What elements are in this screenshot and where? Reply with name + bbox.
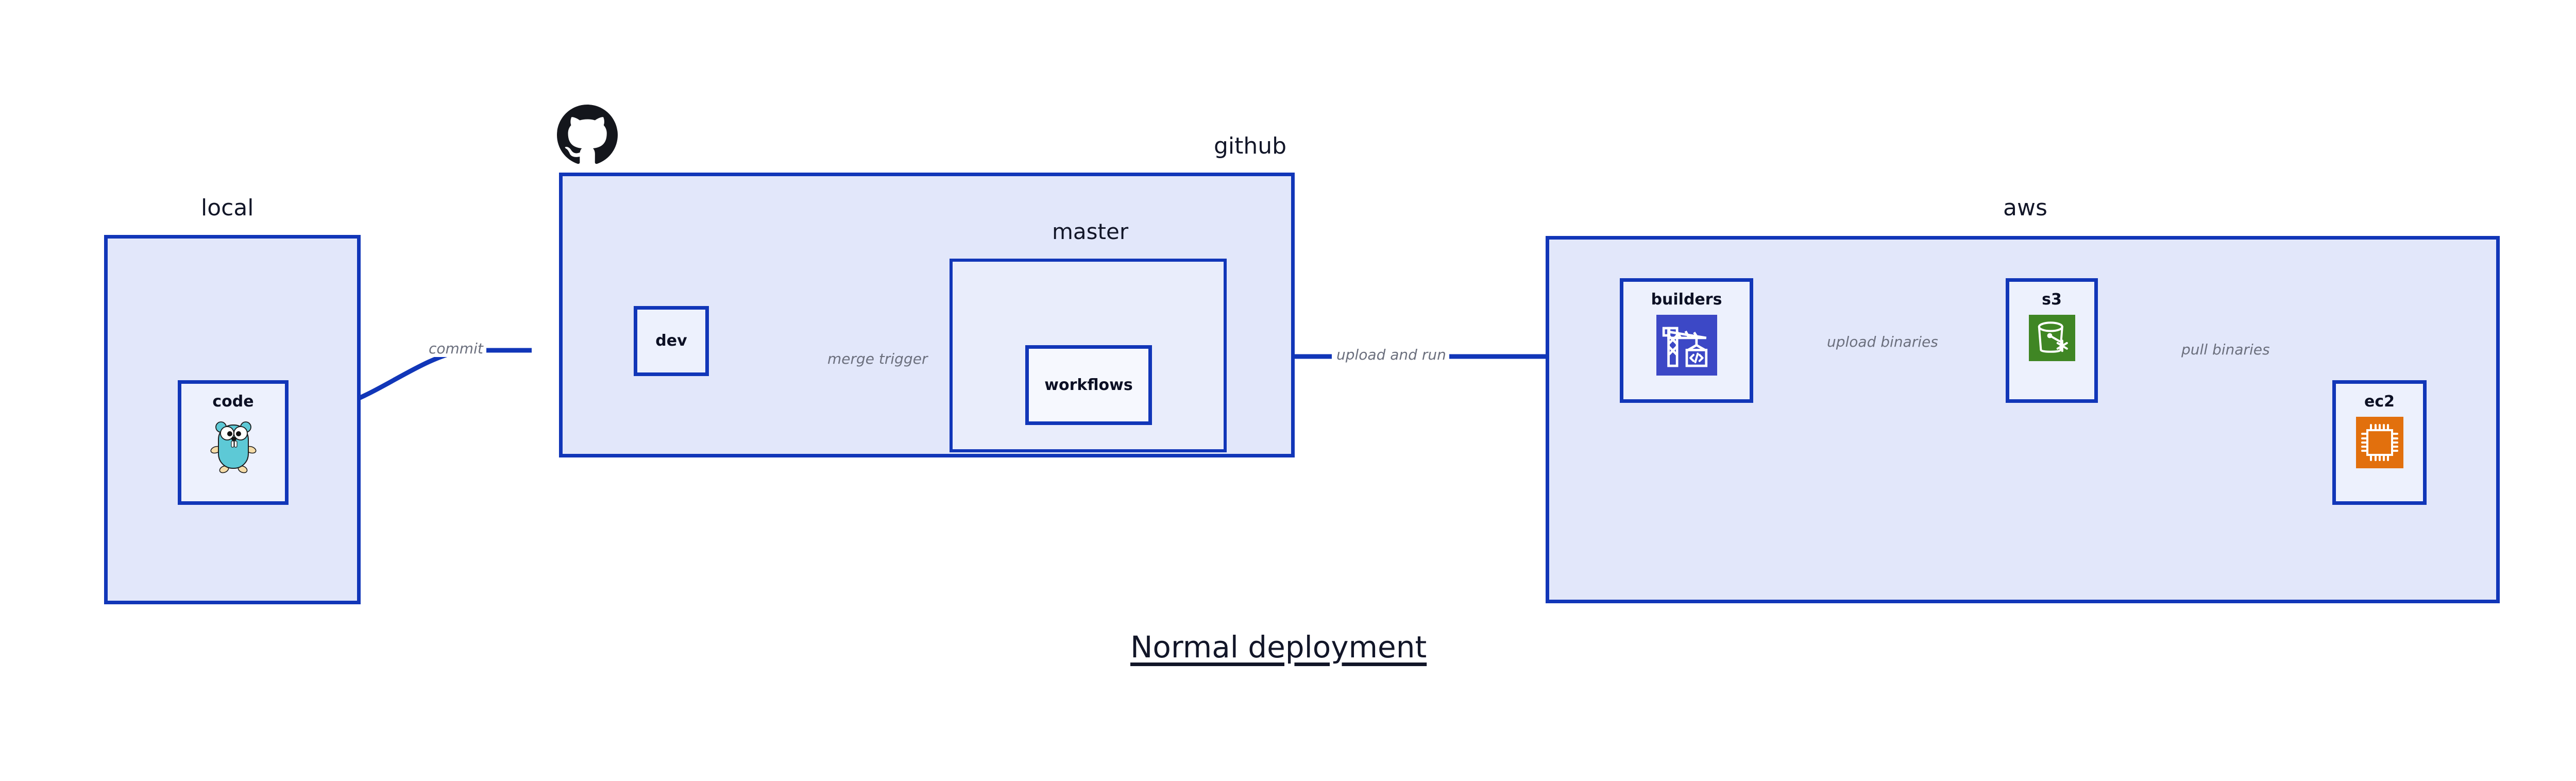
node-label-dev: dev bbox=[655, 332, 687, 350]
node-ec2[interactable]: ec2 bbox=[2332, 380, 2427, 505]
github-mark-icon bbox=[556, 105, 618, 165]
aws-ec2-icon bbox=[2355, 417, 2403, 468]
aws-codebuild-icon bbox=[1656, 315, 1717, 376]
node-label-workflows: workflows bbox=[1044, 376, 1133, 394]
node-label-s3: s3 bbox=[2042, 291, 2062, 309]
edge-label-commit: commit bbox=[426, 341, 486, 357]
node-workflows[interactable]: workflows bbox=[1025, 345, 1152, 425]
edge-label-merge-trigger: merge trigger bbox=[824, 351, 931, 367]
node-dev[interactable]: dev bbox=[634, 306, 709, 376]
cluster-label-aws: aws bbox=[2003, 195, 2047, 221]
cluster-label-github: github bbox=[1214, 133, 1287, 159]
node-builders[interactable]: builders bbox=[1620, 278, 1753, 403]
edge-label-upload-and-run: upload and run bbox=[1333, 347, 1449, 363]
node-label-ec2: ec2 bbox=[2364, 393, 2395, 411]
node-code[interactable]: code bbox=[178, 380, 289, 505]
go-gopher-icon bbox=[210, 418, 257, 474]
node-s3[interactable]: s3 bbox=[2006, 278, 2098, 403]
aws-s3-icon bbox=[2028, 315, 2075, 361]
edge-label-pull-binaries: pull binaries bbox=[2178, 342, 2273, 358]
node-label-builders: builders bbox=[1651, 291, 1722, 309]
diagram-title: Normal deployment bbox=[1130, 630, 1427, 665]
cluster-label-master: master bbox=[1052, 219, 1129, 244]
edge-label-upload-binaries: upload binaries bbox=[1824, 334, 1941, 350]
node-label-code: code bbox=[212, 393, 254, 411]
cluster-label-local: local bbox=[201, 195, 254, 221]
